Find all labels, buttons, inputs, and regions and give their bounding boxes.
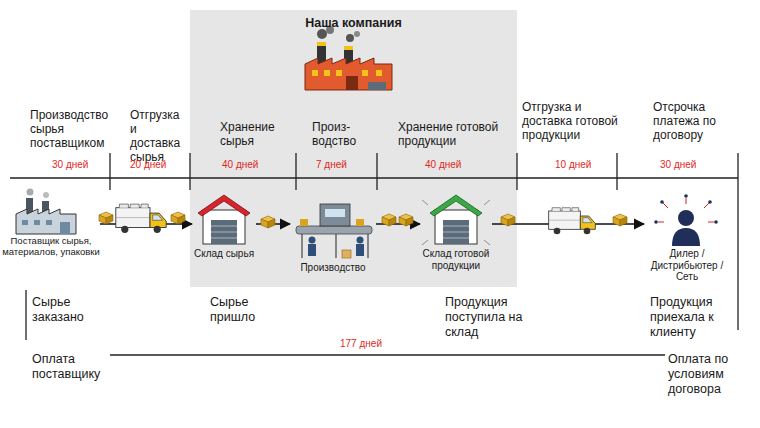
phase-label: Отгрузка и доставка готовой продукции (522, 100, 622, 142)
event-label: Продукция приехала к клиенту (650, 295, 736, 340)
duration-label: 40 дней (222, 158, 258, 172)
duration-label: 30 дней (660, 158, 696, 172)
raw-warehouse (198, 195, 250, 244)
phase-label: Отсрочка платежа по договору (653, 100, 737, 142)
phase-label: Производство сырья поставщиком (30, 108, 140, 150)
company-band: Наша компанияСклад сырьяПроизводство Скла… (190, 10, 517, 287)
goods-box (613, 214, 627, 226)
goods-box (382, 214, 396, 226)
band-title: Наша компания (190, 16, 517, 30)
goods-box (171, 212, 185, 224)
station-node: Склад готовой продукции (420, 192, 492, 271)
duration-label: 30 дней (52, 158, 88, 172)
event-label: Сырье заказано (32, 295, 102, 325)
station-node: Производство (290, 192, 376, 274)
event-label: Продукция поступила на склад (445, 295, 537, 340)
duration-label: 40 дней (425, 158, 461, 172)
phase-label: Хранение сырья (220, 120, 282, 148)
station-node: Поставщик сырья, материалов, упаковки (2, 192, 100, 258)
phase-label: Отгрузка и доставка сырья (130, 108, 188, 164)
event-label: Оплата по условиям договора (668, 352, 738, 397)
goods-box (501, 214, 515, 226)
station-caption: Склад готовой продукции (420, 248, 492, 271)
truck-icon (116, 204, 166, 233)
goods-box (99, 212, 113, 224)
station-node: Склад сырья (192, 192, 256, 260)
station-caption: Производство (290, 262, 376, 274)
goods-box (261, 216, 275, 228)
event-label: Оплата поставщику (32, 352, 112, 382)
phase-label: Произ- водство (312, 120, 368, 148)
duration-label: 177 дней (340, 337, 382, 351)
event-label: Сырье пришло (210, 295, 270, 325)
supplier-factory (16, 189, 76, 235)
company-band (190, 10, 517, 287)
production-line (296, 204, 372, 258)
truck-icon (549, 208, 596, 235)
dealer-person (654, 194, 718, 246)
duration-label: 20 дней (130, 158, 166, 172)
station-caption: Склад сырья (192, 248, 256, 260)
station-caption: Дилер / Дистрибьютер / Сеть (644, 248, 730, 283)
goods-box (399, 214, 413, 226)
duration-label: 10 дней (555, 158, 591, 172)
finished-warehouse (422, 195, 490, 245)
station-node: Дилер / Дистрибьютер / Сеть (644, 192, 730, 283)
duration-label: 7 дней (316, 158, 347, 172)
station-caption: Поставщик сырья, материалов, упаковки (2, 236, 100, 258)
phase-label: Хранение готовой продукции (398, 120, 514, 148)
timeline (10, 153, 738, 355)
company-factory (305, 26, 392, 90)
